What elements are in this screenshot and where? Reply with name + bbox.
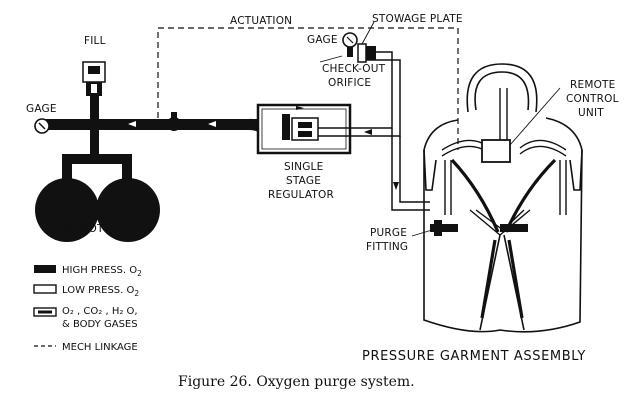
o2-bottle-right — [96, 178, 160, 242]
check-out-leader — [319, 55, 343, 63]
label-check-out-1: CHECK-OUT — [322, 63, 386, 75]
top-gage-icon — [342, 32, 358, 57]
label-fill: FILL — [84, 35, 106, 47]
legend-gases-2: & BODY GASES — [62, 319, 138, 330]
label-purge-2: FITTING — [366, 241, 408, 253]
label-remote-3: UNIT — [578, 107, 604, 119]
label-remote-2: CONTROL — [566, 93, 619, 105]
low-pressure-lines — [318, 51, 430, 211]
legend-high-press: HIGH PRESS. O2 — [62, 265, 142, 278]
high-pressure-lines — [38, 95, 276, 182]
single-stage-regulator — [256, 103, 352, 155]
remote-control-unit — [481, 139, 511, 163]
figure-caption: Figure 26. Oxygen purge system. — [178, 374, 415, 390]
label-o2-bottles: O2 BOTTLES — [64, 223, 130, 237]
flow-arrow-lp-2 — [393, 182, 399, 190]
label-gage-left: GAGE — [26, 103, 57, 115]
label-remote-1: REMOTE — [570, 79, 616, 91]
label-stowage-plate: STOWAGE PLATE — [372, 13, 463, 25]
pressure-garment — [423, 63, 583, 333]
legend-gases-1: O₂ , CO₂ , H₂ O, — [62, 306, 138, 317]
legend-symbols — [33, 265, 57, 347]
body-gas-lines — [450, 158, 557, 319]
legend-mech: MECH LINKAGE — [62, 342, 138, 353]
label-regulator-2: STAGE — [286, 175, 321, 187]
shutoff-valve — [167, 117, 181, 131]
label-purge-1: PURGE — [370, 227, 407, 239]
label-check-out-2: ORIFICE — [328, 77, 371, 89]
actuation-linkage — [157, 27, 459, 150]
label-regulator-3: REGULATOR — [268, 189, 334, 201]
check-out-orifice — [357, 43, 376, 63]
label-assembly: PRESSURE GARMENT ASSEMBLY — [362, 349, 586, 364]
label-regulator-1: SINGLE — [284, 161, 323, 173]
o2-bottle-left — [35, 178, 99, 242]
purge-fitting — [411, 220, 528, 237]
flow-arrows-hp — [128, 121, 216, 127]
fill-valve — [82, 61, 106, 96]
flow-arrow-lp-1 — [364, 129, 372, 135]
label-gage-top: GAGE — [307, 34, 338, 46]
legend-low-press: LOW PRESS. O2 — [62, 285, 139, 298]
stowage-plate-leader — [361, 21, 375, 45]
label-actuation: ACTUATION — [230, 15, 292, 27]
gage-left-icon — [34, 118, 50, 134]
